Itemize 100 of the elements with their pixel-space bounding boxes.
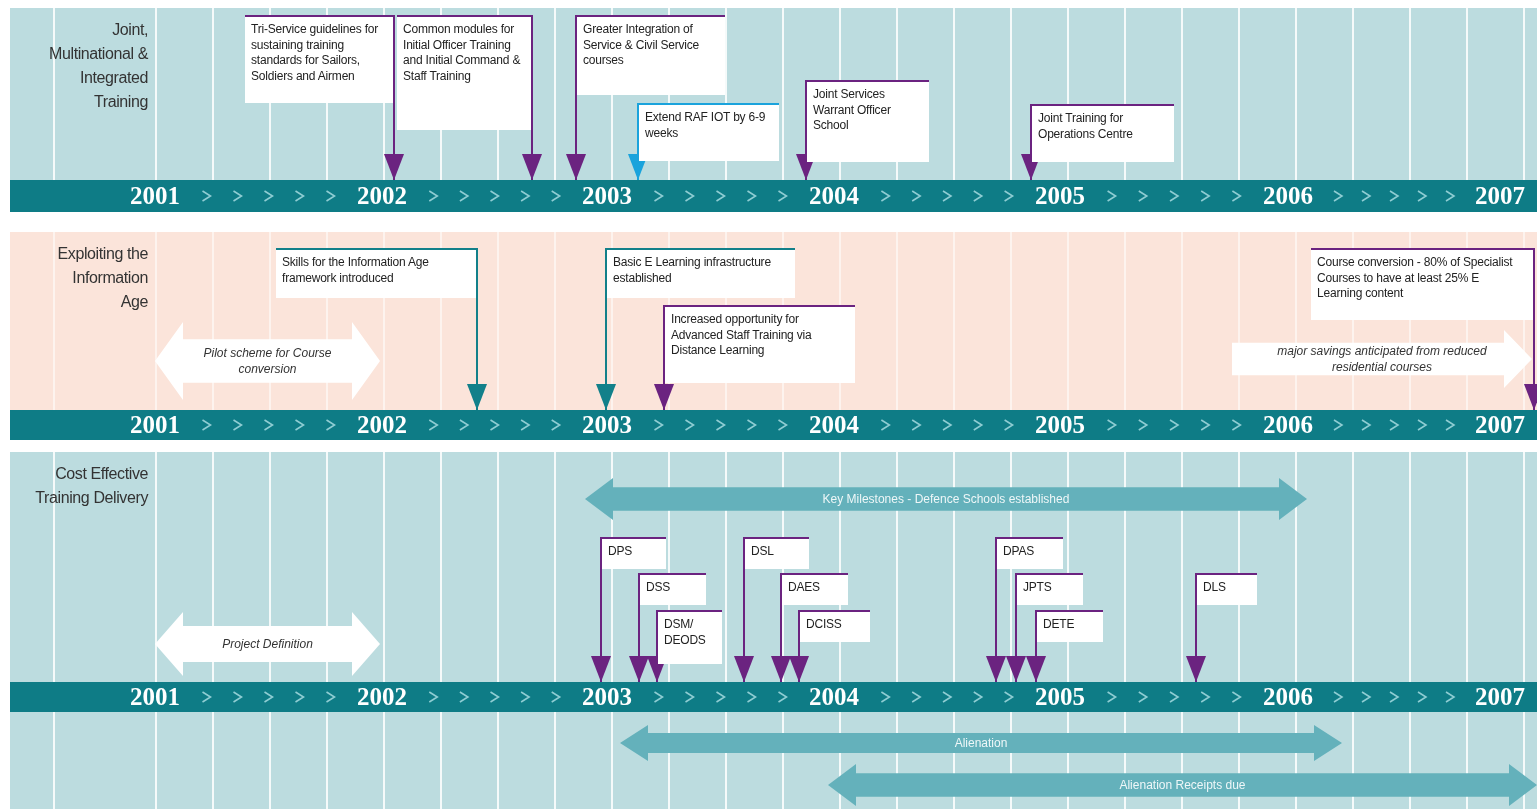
callout-text: DCISS <box>806 617 843 633</box>
callout-text: DSS <box>646 580 672 596</box>
callout-text: Common modules for Initial Officer Training and Initial Command & Staff Training <box>403 22 522 85</box>
arrow <box>1026 641 1046 683</box>
callout-text: DPAS <box>1003 544 1035 560</box>
callout-box <box>995 537 1063 569</box>
arrow <box>1186 604 1206 683</box>
callout-box <box>1030 104 1174 162</box>
callout-text: DSL <box>751 544 775 560</box>
callout-text: Tri-Service guidelines for sustaining training standards for Sailors, Soldiers and Airmen <box>251 22 380 85</box>
callout-text: Joint Training for Operations Centre <box>1038 111 1134 143</box>
callout-text: Skills for the Information Age framework introduced <box>282 255 430 287</box>
row-heading: Joint, Multinational & Integrated Training <box>48 20 148 112</box>
timeline-panel <box>10 232 1537 440</box>
callout-text: DSM/ DEODS <box>664 617 707 649</box>
arrow <box>566 94 586 181</box>
arrow <box>789 641 809 683</box>
arrow <box>734 568 754 683</box>
arrow-label: major savings anticipated from reduced residential courses <box>1277 342 1487 376</box>
callout-box <box>638 573 706 605</box>
year-label: 2007 <box>1475 683 1525 711</box>
year-label: 2005 <box>1035 411 1085 439</box>
arrow-label: Alienation <box>954 734 1008 752</box>
arrow <box>629 604 649 683</box>
callout-box <box>245 15 395 103</box>
arrow <box>1021 154 1041 181</box>
timespan-band <box>620 725 1342 761</box>
arrow <box>796 154 816 181</box>
callout-box <box>1195 573 1257 605</box>
row-heading: Exploiting the Information Age <box>56 244 148 312</box>
row-heading: Cost Effective Training Delivery <box>34 464 148 508</box>
callout-box <box>575 15 725 95</box>
arrow-label: Pilot scheme for Course conversion <box>202 344 333 378</box>
callout-text: Increased opportunity for Advanced Staff Training via Distance Learning <box>671 312 813 359</box>
callout-box <box>798 610 870 642</box>
callout-box <box>656 610 722 664</box>
callout-box <box>743 537 809 569</box>
year-label: 2001 <box>130 411 180 439</box>
callout-box <box>1035 610 1103 642</box>
arrow <box>647 656 667 683</box>
year-label: 2002 <box>357 182 407 210</box>
timespan-band <box>155 322 380 400</box>
arrow-label: Key Milestones - Defence Schools established <box>822 490 1070 508</box>
year-label: 2001 <box>130 683 180 711</box>
callout-text: Greater Integration of Service & Civil Service courses <box>583 22 701 69</box>
year-label: 2006 <box>1263 182 1313 210</box>
year-label: 2001 <box>130 182 180 210</box>
arrow <box>596 297 616 411</box>
year-label: 2003 <box>582 683 632 711</box>
arrow <box>384 102 404 181</box>
callout-box <box>637 103 779 161</box>
callout-text: DETE <box>1043 617 1076 633</box>
year-bar <box>10 682 1537 712</box>
arrow <box>986 568 1006 683</box>
arrow <box>467 297 487 411</box>
callout-text: DAES <box>788 580 821 596</box>
timespan-band <box>828 764 1537 806</box>
year-label: 2002 <box>357 683 407 711</box>
callout-text: JPTS <box>1023 580 1053 596</box>
callout-text: DPS <box>608 544 634 560</box>
callout-box <box>600 537 666 569</box>
year-label: 2006 <box>1263 683 1313 711</box>
timeline-panel <box>10 452 1537 809</box>
callout-text: Basic E Learning infrastructure established <box>613 255 772 287</box>
arrow <box>522 129 542 181</box>
timespan-band <box>585 478 1307 520</box>
callout-text: DLS <box>1203 580 1227 596</box>
year-label: 2007 <box>1475 411 1525 439</box>
arrow <box>591 568 611 683</box>
callout-box <box>1015 573 1083 605</box>
callout-text: Extend RAF IOT by 6-9 weeks <box>645 110 767 142</box>
arrow <box>654 382 674 411</box>
year-label: 2004 <box>809 182 859 210</box>
timespan-band <box>155 612 380 676</box>
year-label: 2005 <box>1035 182 1085 210</box>
year-label: 2002 <box>357 411 407 439</box>
year-label: 2003 <box>582 182 632 210</box>
timespan-band <box>1232 330 1532 388</box>
year-label: 2003 <box>582 411 632 439</box>
timeline-panel <box>10 8 1537 212</box>
callout-box <box>1311 248 1535 320</box>
year-bar <box>10 410 1537 440</box>
callout-box <box>805 80 929 162</box>
year-label: 2007 <box>1475 182 1525 210</box>
arrow-label: Alienation Receipts due <box>1119 776 1246 794</box>
year-label: 2004 <box>809 411 859 439</box>
callout-box <box>663 305 855 383</box>
year-bar <box>10 180 1537 212</box>
year-label: 2004 <box>809 683 859 711</box>
callout-text: Joint Services Warrant Officer School <box>813 87 892 134</box>
arrow <box>771 604 791 683</box>
callout-box <box>276 248 478 298</box>
callout-box <box>605 248 795 298</box>
year-label: 2006 <box>1263 411 1313 439</box>
callout-text: Course conversion - 80% of Specialist Courses to have at least 25% E Learning content <box>1317 255 1514 302</box>
arrow <box>1524 319 1537 411</box>
arrow <box>628 154 648 181</box>
callout-box <box>397 15 533 130</box>
year-label: 2005 <box>1035 683 1085 711</box>
arrow-label: Project Definition <box>222 635 313 653</box>
